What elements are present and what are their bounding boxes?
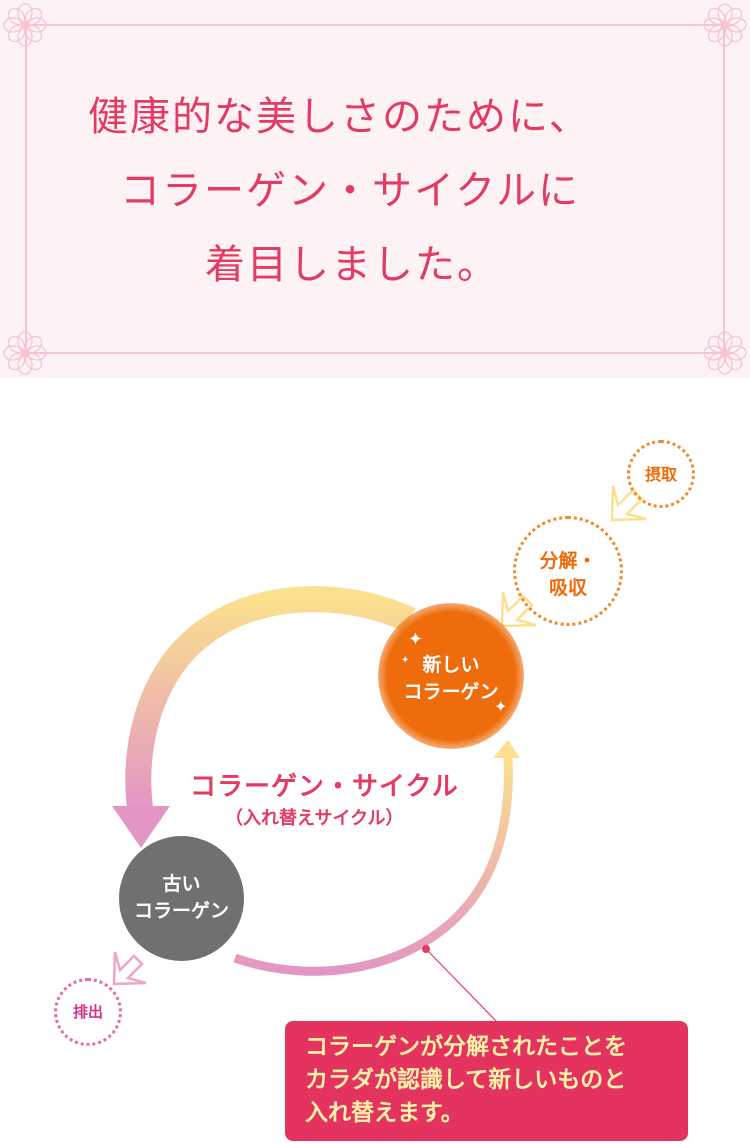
callout-text: コラーゲンが分解されたことを カラダが認識して新しいものと 入れ替えます。 bbox=[305, 1031, 627, 1130]
callout-line-1: コラーゲンが分解されたことを bbox=[305, 1034, 627, 1060]
collagen-cycle-diagram: 摂取 分解・ 吸収 ✦ ✦ ✦ 新しい コラーゲン コラーゲン・サイクル （入れ… bbox=[0, 378, 750, 1145]
flower-ornament-icon bbox=[703, 331, 747, 375]
cycle-arrows bbox=[112, 485, 647, 1024]
callout-box: コラーゲンが分解されたことを カラダが認識して新しいものと 入れ替えます。 bbox=[285, 1021, 688, 1141]
new-collagen-line-1: 新しい bbox=[422, 654, 480, 676]
frame-right bbox=[723, 22, 725, 356]
cycle-title: コラーゲン・サイクル bbox=[190, 772, 459, 802]
callout-line-3: 入れ替えます。 bbox=[305, 1100, 464, 1126]
old-collagen-line-1: 古い bbox=[162, 873, 201, 895]
hero-banner: 健康的な美しさのために、 コラーゲン・サイクルに 着目しました。 bbox=[0, 0, 750, 378]
step-digest-label-2: 吸収 bbox=[548, 577, 587, 599]
frame-bottom bbox=[22, 352, 728, 354]
sparkle-icon: ✦ bbox=[494, 697, 508, 716]
flower-ornament-icon bbox=[3, 3, 47, 47]
headline-line-2: コラーゲン・サイクルに bbox=[120, 168, 580, 214]
cycle-subtitle: （入れ替えサイクル） bbox=[225, 808, 404, 829]
headline-line-1: 健康的な美しさのために、 bbox=[88, 94, 591, 140]
step-digest-absorb: 分解・ 吸収 bbox=[513, 516, 623, 626]
step-digest-label-1: 分解・ bbox=[539, 550, 597, 572]
step-excretion: 排出 bbox=[54, 978, 122, 1046]
flower-ornament-icon bbox=[3, 331, 47, 375]
frame-left bbox=[25, 22, 27, 356]
callout-line-2: カラダが認識して新しいものと bbox=[305, 1067, 627, 1093]
sparkle-icon: ✦ bbox=[401, 655, 410, 666]
old-collagen-line-2: コラーゲン bbox=[133, 900, 229, 922]
step-intake: 摂取 bbox=[627, 440, 695, 508]
step-intake-label: 摂取 bbox=[644, 465, 677, 484]
old-collagen-node: 古い コラーゲン bbox=[119, 836, 244, 961]
sparkle-icon: ✦ bbox=[408, 629, 424, 650]
new-collagen-line-2: コラーゲン bbox=[403, 681, 499, 703]
new-collagen-node: ✦ ✦ ✦ 新しい コラーゲン bbox=[378, 603, 524, 749]
frame-top bbox=[22, 24, 728, 26]
step-excretion-label: 排出 bbox=[72, 1003, 103, 1021]
flower-ornament-icon bbox=[703, 3, 747, 47]
headline-line-3: 着目しました。 bbox=[205, 242, 499, 288]
